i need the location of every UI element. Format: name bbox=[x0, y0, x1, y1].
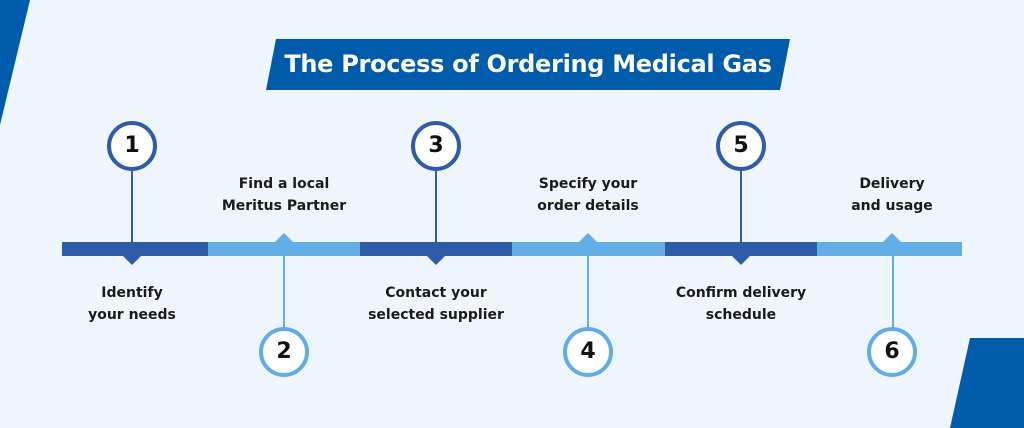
step-5-marker bbox=[732, 256, 750, 265]
step-6-number: 6 bbox=[884, 339, 900, 364]
step-5-label: Confirm delivery schedule bbox=[651, 282, 831, 326]
step-3-connector bbox=[435, 170, 437, 242]
step-4-number-circle: 4 bbox=[563, 327, 613, 377]
timeline-segment-6 bbox=[817, 242, 962, 256]
step-4-label: Specify your order details bbox=[498, 173, 678, 217]
step-6-connector bbox=[892, 256, 894, 328]
step-3-label: Contact your selected supplier bbox=[346, 282, 526, 326]
corner-decoration-top-left bbox=[0, 0, 30, 125]
title-banner: The Process of Ordering Medical Gas bbox=[266, 39, 790, 90]
step-2-number: 2 bbox=[276, 339, 292, 364]
step-6-marker bbox=[883, 233, 901, 242]
corner-decoration-bottom-right bbox=[950, 338, 1024, 428]
timeline-segment-2 bbox=[208, 242, 360, 256]
step-5-number-circle: 5 bbox=[716, 121, 766, 171]
step-3-label-line2: selected supplier bbox=[368, 307, 504, 323]
step-6-number-circle: 6 bbox=[867, 327, 917, 377]
step-1-marker bbox=[123, 256, 141, 265]
step-2-label-line2: Meritus Partner bbox=[221, 198, 347, 214]
step-6-label-line2: and usage bbox=[851, 198, 933, 214]
page-title: The Process of Ordering Medical Gas bbox=[284, 50, 772, 78]
step-2-connector bbox=[283, 256, 285, 328]
step-4-label-line2: order details bbox=[537, 198, 639, 214]
step-1-label-line1: Identify bbox=[101, 285, 163, 301]
step-2-number-circle: 2 bbox=[259, 327, 309, 377]
step-4-connector bbox=[587, 256, 589, 328]
step-5-number: 5 bbox=[733, 133, 749, 158]
step-3-number-circle: 3 bbox=[411, 121, 461, 171]
timeline-segment-1 bbox=[62, 242, 208, 256]
timeline-segment-3 bbox=[360, 242, 512, 256]
timeline-segment-5 bbox=[665, 242, 817, 256]
step-1-connector bbox=[131, 170, 133, 242]
step-6-label-line1: Delivery bbox=[859, 176, 925, 192]
step-4-label-line1: Specify your bbox=[538, 176, 638, 192]
step-4-number: 4 bbox=[580, 339, 596, 364]
step-4-marker bbox=[579, 233, 597, 242]
step-2-marker bbox=[275, 233, 293, 242]
step-3-number: 3 bbox=[428, 133, 444, 158]
step-1-label: Identify your needs bbox=[42, 282, 222, 326]
step-5-connector bbox=[740, 170, 742, 242]
title-banner-background bbox=[266, 39, 790, 90]
step-1-label-line2: your needs bbox=[88, 307, 176, 323]
step-3-marker bbox=[427, 256, 445, 265]
step-5-label-line2: schedule bbox=[705, 307, 777, 323]
step-6-label: Delivery and usage bbox=[802, 173, 982, 217]
step-2-label-line1: Find a local bbox=[238, 176, 330, 192]
step-1-number-circle: 1 bbox=[107, 121, 157, 171]
timeline-segment-4 bbox=[512, 242, 665, 256]
step-3-label-line1: Contact your bbox=[385, 285, 487, 301]
step-5-label-line1: Confirm delivery bbox=[675, 285, 807, 301]
step-1-number: 1 bbox=[124, 133, 140, 158]
